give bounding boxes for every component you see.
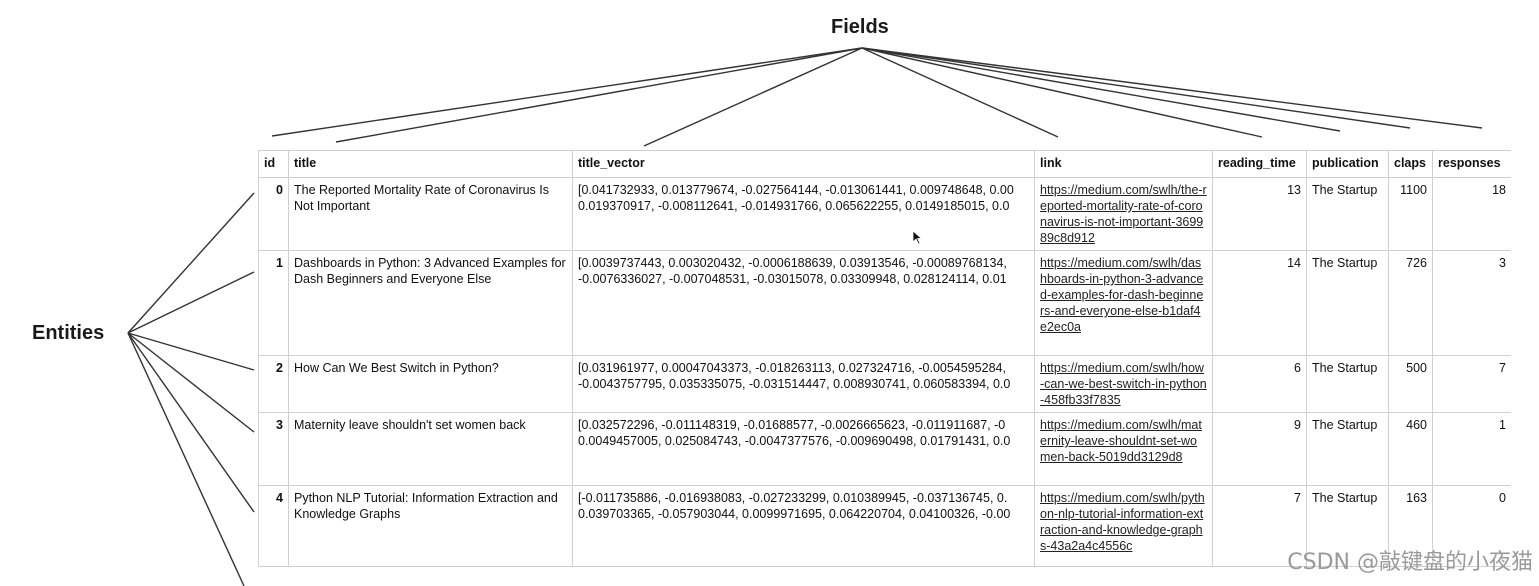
header-title: title bbox=[288, 150, 573, 178]
cell-title-vector: [-0.011735886, -0.016938083, -0.02723329… bbox=[572, 485, 1035, 567]
cell-claps: 163 bbox=[1388, 485, 1433, 567]
header-publication: publication bbox=[1306, 150, 1389, 178]
dataframe-table: id title title_vector link reading_time … bbox=[258, 150, 1511, 567]
cell-responses: 0 bbox=[1432, 485, 1511, 567]
table-row: 2 How Can We Best Switch in Python? [0.0… bbox=[258, 355, 1511, 413]
header-title-vector: title_vector bbox=[572, 150, 1035, 178]
cell-reading-time: 14 bbox=[1212, 250, 1307, 356]
cell-claps: 1100 bbox=[1388, 177, 1433, 251]
cell-title: Maternity leave shouldn't set women back bbox=[288, 412, 573, 486]
cell-title: Python NLP Tutorial: Information Extract… bbox=[288, 485, 573, 567]
mouse-cursor-icon bbox=[912, 230, 922, 245]
field-line-responses bbox=[861, 47, 1483, 129]
dataframe-table-container: id title title_vector link reading_time … bbox=[258, 150, 1511, 586]
entity-line-4 bbox=[127, 332, 255, 513]
cell-id: 3 bbox=[258, 412, 289, 486]
cell-reading-time: 9 bbox=[1212, 412, 1307, 486]
cell-publication: The Startup bbox=[1306, 177, 1389, 251]
table-row: 3 Maternity leave shouldn't set women ba… bbox=[258, 412, 1511, 486]
cell-publication: The Startup bbox=[1306, 412, 1389, 486]
article-link[interactable]: https://medium.com/swlh/python-nlp-tutor… bbox=[1040, 491, 1205, 553]
cell-responses: 3 bbox=[1432, 250, 1511, 356]
cell-publication: The Startup bbox=[1306, 250, 1389, 356]
field-line-publication bbox=[861, 47, 1341, 132]
table-row: 0 The Reported Mortality Rate of Coronav… bbox=[258, 177, 1511, 251]
cell-publication: The Startup bbox=[1306, 355, 1389, 413]
header-link: link bbox=[1034, 150, 1213, 178]
header-responses: responses bbox=[1432, 150, 1511, 178]
cell-title-vector: [0.031961977, 0.00047043373, -0.01826311… bbox=[572, 355, 1035, 413]
cell-title-vector: [0.041732933, 0.013779674, -0.027564144,… bbox=[572, 177, 1035, 251]
cell-responses: 1 bbox=[1432, 412, 1511, 486]
cell-id: 4 bbox=[258, 485, 289, 567]
cell-link: https://medium.com/swlh/the-reported-mor… bbox=[1034, 177, 1213, 251]
cell-claps: 500 bbox=[1388, 355, 1433, 413]
header-claps: claps bbox=[1388, 150, 1433, 178]
watermark-text: CSDN @敲键盘的小夜猫 bbox=[1287, 550, 1533, 575]
field-line-reading-time bbox=[861, 47, 1263, 138]
cell-reading-time: 7 bbox=[1212, 485, 1307, 567]
article-link[interactable]: https://medium.com/swlh/maternity-leave-… bbox=[1040, 418, 1202, 464]
entity-line-5 bbox=[127, 332, 245, 586]
cell-reading-time: 6 bbox=[1212, 355, 1307, 413]
table-row: 4 Python NLP Tutorial: Information Extra… bbox=[258, 485, 1511, 567]
article-link[interactable]: https://medium.com/swlh/the-reported-mor… bbox=[1040, 183, 1207, 245]
field-line-id bbox=[271, 47, 863, 137]
entity-line-2 bbox=[127, 332, 255, 371]
cell-publication: The Startup bbox=[1306, 485, 1389, 567]
cell-responses: 7 bbox=[1432, 355, 1511, 413]
cell-claps: 460 bbox=[1388, 412, 1433, 486]
cell-title: The Reported Mortality Rate of Coronavir… bbox=[288, 177, 573, 251]
cell-claps: 726 bbox=[1388, 250, 1433, 356]
cell-reading-time: 13 bbox=[1212, 177, 1307, 251]
fields-label: Fields bbox=[831, 16, 889, 38]
cell-title: Dashboards in Python: 3 Advanced Example… bbox=[288, 250, 573, 356]
entities-label: Entities bbox=[32, 322, 105, 344]
article-link[interactable]: https://medium.com/swlh/dashboards-in-py… bbox=[1040, 256, 1204, 334]
article-link[interactable]: https://medium.com/swlh/how-can-we-best-… bbox=[1040, 361, 1207, 407]
field-line-title bbox=[335, 47, 863, 143]
header-id: id bbox=[258, 150, 289, 178]
field-line-link bbox=[861, 47, 1059, 138]
cell-id: 0 bbox=[258, 177, 289, 251]
cell-id: 1 bbox=[258, 250, 289, 356]
cell-id: 2 bbox=[258, 355, 289, 413]
field-line-claps bbox=[861, 47, 1411, 129]
cell-link: https://medium.com/swlh/dashboards-in-py… bbox=[1034, 250, 1213, 356]
header-row: id title title_vector link reading_time … bbox=[258, 150, 1511, 178]
cell-link: https://medium.com/swlh/python-nlp-tutor… bbox=[1034, 485, 1213, 567]
cell-link: https://medium.com/swlh/how-can-we-best-… bbox=[1034, 355, 1213, 413]
cell-title-vector: [0.0039737443, 0.003020432, -0.000618863… bbox=[572, 250, 1035, 356]
cell-link: https://medium.com/swlh/maternity-leave-… bbox=[1034, 412, 1213, 486]
cell-title: How Can We Best Switch in Python? bbox=[288, 355, 573, 413]
entity-line-0 bbox=[127, 192, 255, 334]
entity-line-3 bbox=[127, 332, 255, 433]
entity-line-1 bbox=[127, 271, 255, 334]
cell-responses: 18 bbox=[1432, 177, 1511, 251]
table-row: 1 Dashboards in Python: 3 Advanced Examp… bbox=[258, 250, 1511, 356]
field-line-title-vector bbox=[643, 47, 863, 147]
cell-title-vector: [0.032572296, -0.011148319, -0.01688577,… bbox=[572, 412, 1035, 486]
header-reading-time: reading_time bbox=[1212, 150, 1307, 178]
